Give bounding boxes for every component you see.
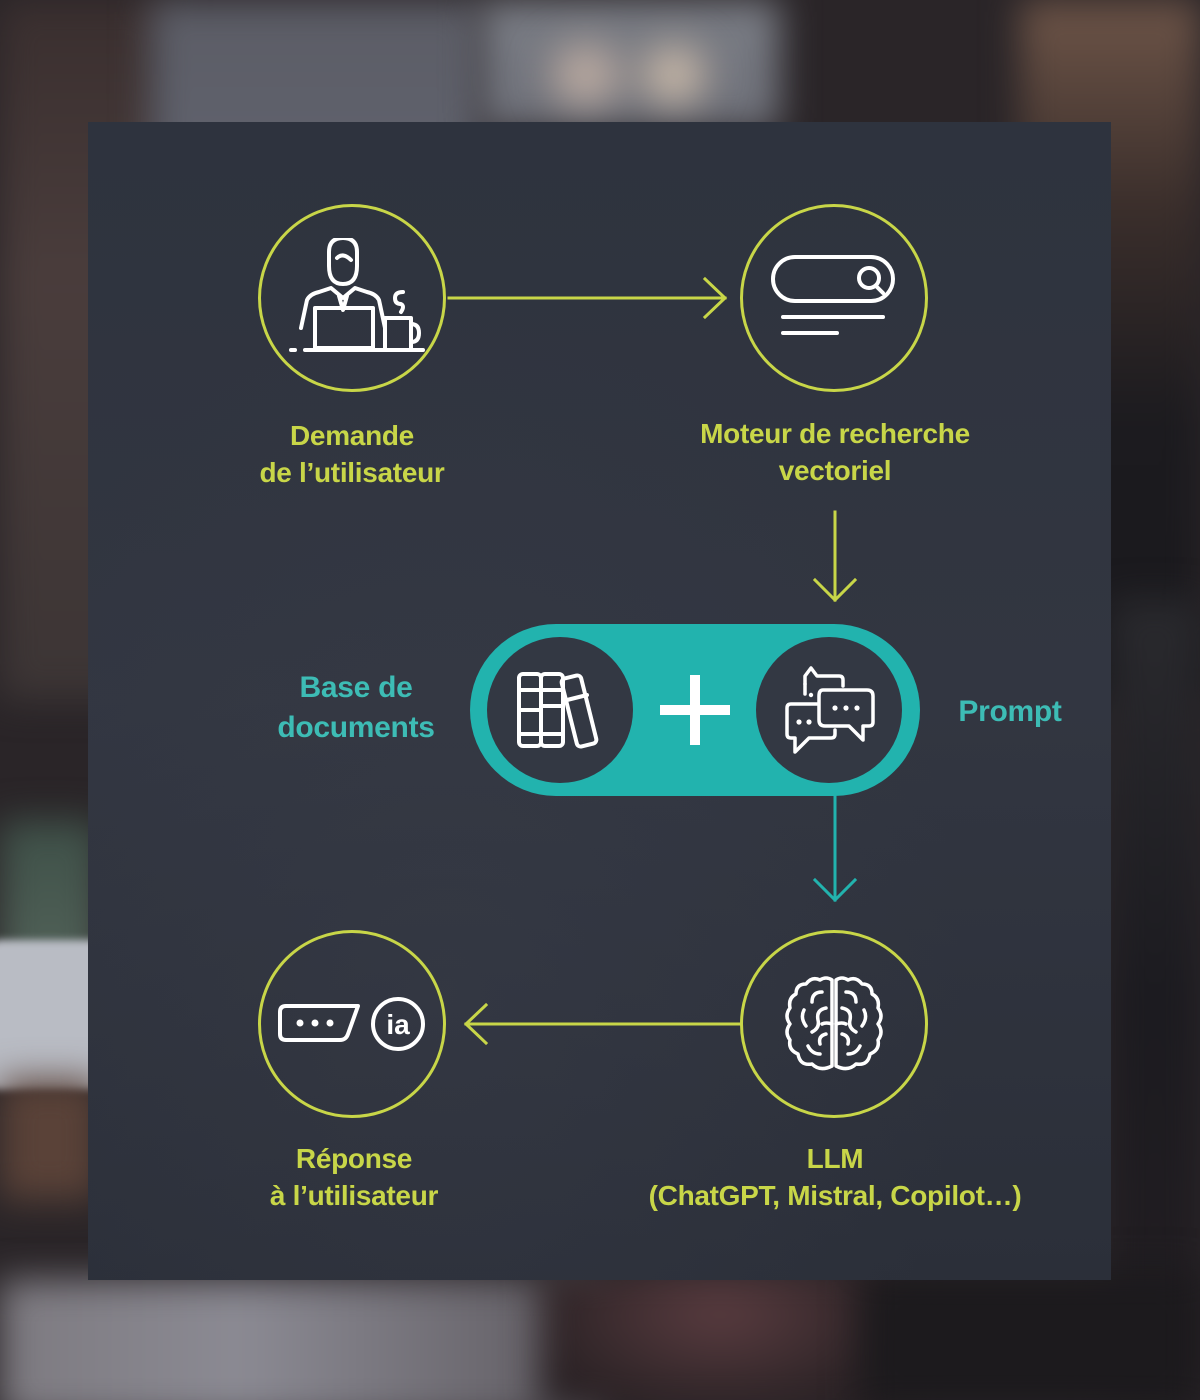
ia-badge-text: ia xyxy=(386,1009,410,1040)
context-combiner xyxy=(470,624,920,796)
node-llm xyxy=(740,930,928,1118)
label-llm: LLM (ChatGPT, Mistral, Copilot…) xyxy=(648,1143,1022,1211)
bg-hands xyxy=(540,1270,900,1400)
bg-desk xyxy=(0,1280,600,1400)
brain-icon xyxy=(785,976,883,1071)
node-user-request xyxy=(258,204,446,392)
bg-plant-pot xyxy=(0,940,100,1090)
bg-dark-corner xyxy=(860,1270,1200,1400)
node-document-base xyxy=(487,637,633,783)
bg-table xyxy=(0,1080,100,1200)
bg-right-shadow xyxy=(1110,600,1200,1400)
person-at-laptop-icon xyxy=(289,238,425,352)
books-icon xyxy=(517,672,599,749)
label-vector-search: Moteur de recherche vectoriel xyxy=(700,418,970,486)
node-response: ia xyxy=(258,930,446,1118)
chat-bubbles-icon xyxy=(785,666,875,754)
search-bar-icon xyxy=(771,255,895,335)
node-vector-search xyxy=(740,204,928,392)
label-user-request: Demande de l’utilisateur xyxy=(259,420,445,488)
node-prompt xyxy=(756,637,902,783)
diagram-panel xyxy=(88,122,1111,1280)
plus-icon xyxy=(660,675,730,745)
bg-lights xyxy=(520,40,740,110)
label-response: Réponse à l’utilisateur xyxy=(269,1143,439,1211)
label-document-base: Base de documents xyxy=(277,671,435,744)
ai-response-icon: ia xyxy=(278,997,425,1051)
label-prompt: Prompt xyxy=(958,695,1062,728)
speech-bubble-icon xyxy=(278,1004,360,1042)
